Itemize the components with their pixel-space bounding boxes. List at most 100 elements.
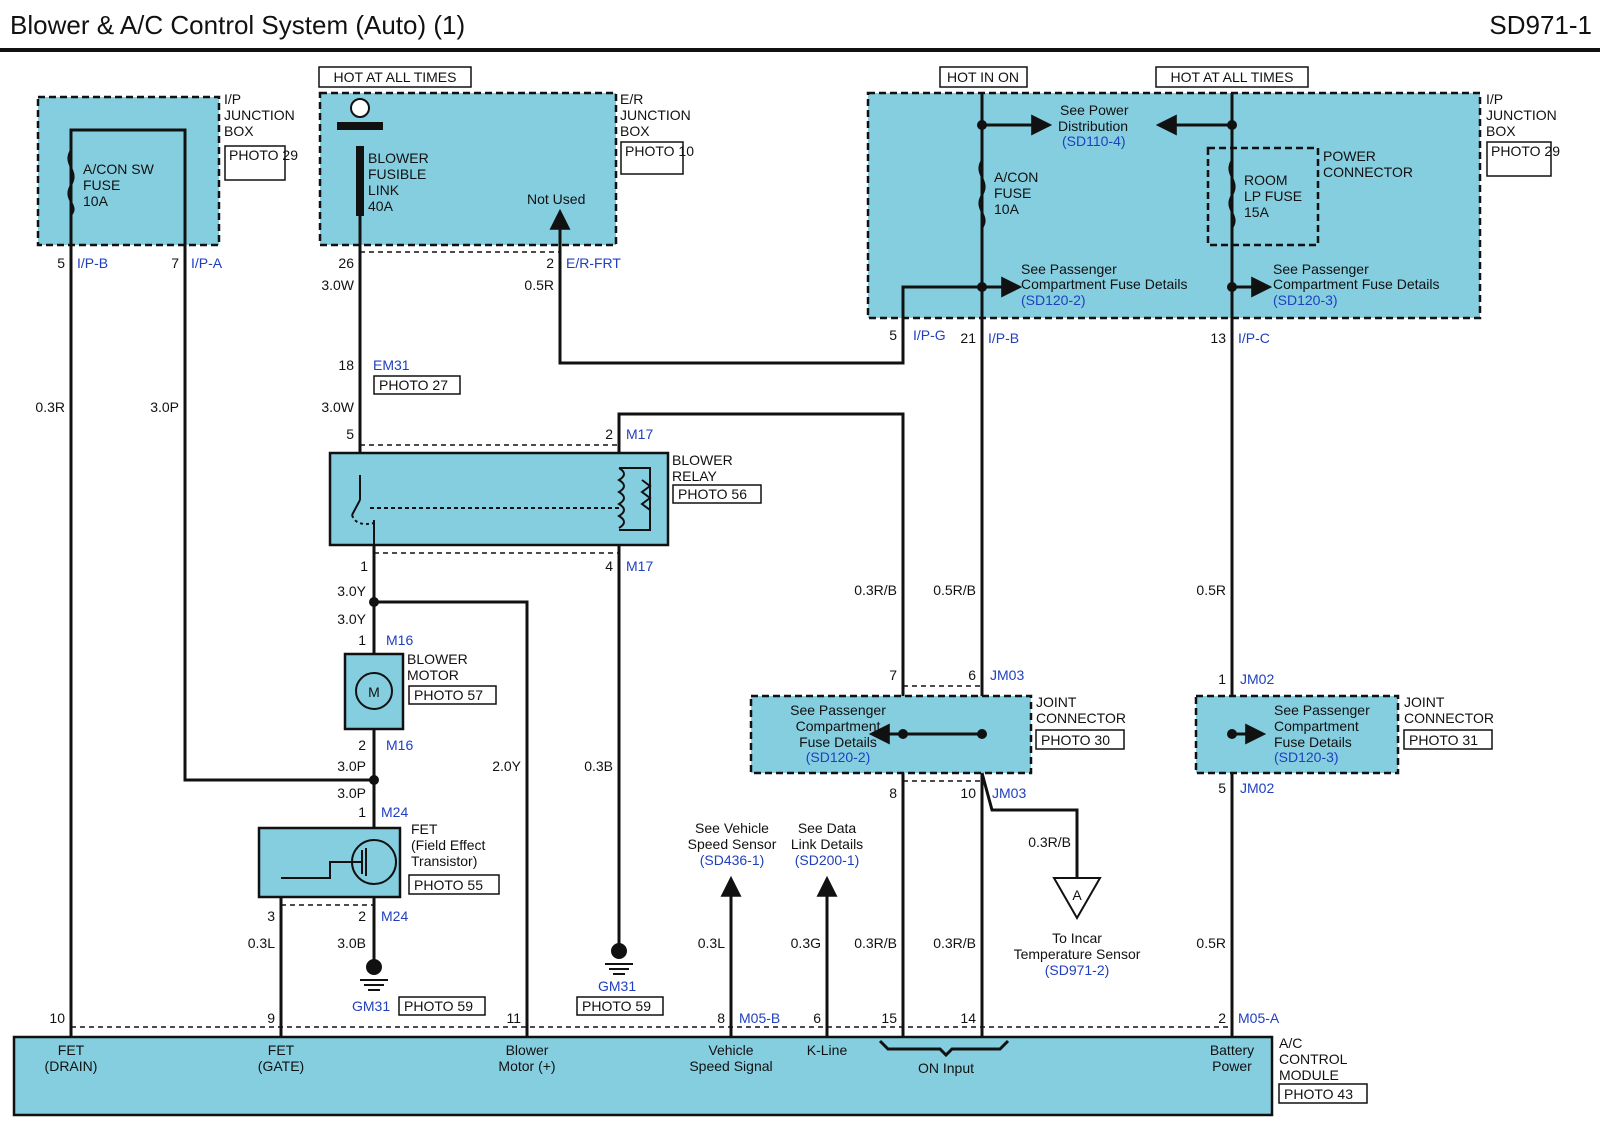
fusible-4: 40A <box>368 198 394 214</box>
conn-ipb-2: I/P-B <box>988 330 1019 346</box>
vss-2: Speed Sensor <box>688 836 777 852</box>
pin: 2 <box>1218 1010 1226 1026</box>
pin: 11 <box>506 1010 521 1026</box>
joint-connector-a1: JOINT <box>1036 694 1077 710</box>
wire-gauge: 0.3R/B <box>854 582 897 598</box>
pin: 14 <box>960 1010 976 1026</box>
room-lp-1: ROOM <box>1244 172 1288 188</box>
joint-connector-a2: CONNECTOR <box>1036 710 1126 726</box>
wire-gauge: 3.0Y <box>337 611 366 627</box>
wire-gauge: 3.0W <box>321 277 354 293</box>
vss-1: See Vehicle <box>695 820 769 836</box>
blower-relay-2: RELAY <box>672 468 718 484</box>
blower-plus-2: Motor (+) <box>498 1058 555 1074</box>
conn-m17-a: M17 <box>626 426 653 442</box>
pin: 2 <box>546 255 554 271</box>
wire-gauge: 0.5R <box>1196 935 1226 951</box>
fet-drain-1: FET <box>58 1042 85 1058</box>
diagram-title: Blower & A/C Control System (Auto) (1) <box>10 10 466 40</box>
gm31-a-label: GM31 <box>352 998 390 1014</box>
acon-sw-fuse-1: A/CON SW <box>83 161 155 177</box>
incar-2: Temperature Sensor <box>1014 946 1141 962</box>
sd120-2-link-a: (SD120-2) <box>1021 292 1086 308</box>
fet-symbol <box>281 839 397 885</box>
acon-sw-fuse-3: 10A <box>83 193 109 209</box>
relay-coil-symbol <box>351 467 652 545</box>
pin: 8 <box>889 785 897 801</box>
er-label: E/R <box>620 91 643 107</box>
pin: 26 <box>338 255 354 271</box>
conn-m16-a: M16 <box>386 632 413 648</box>
power-connector-1: POWER <box>1323 148 1376 164</box>
wire-gauge: 3.0Y <box>337 583 366 599</box>
sd436-1-link: (SD436-1) <box>700 852 765 868</box>
acm-2: CONTROL <box>1279 1051 1348 1067</box>
pin: 5 <box>889 327 897 343</box>
junction-label-right: JUNCTION <box>1486 107 1557 123</box>
sd971-2-link: (SD971-2) <box>1045 962 1110 978</box>
pin: 1 <box>1218 671 1226 687</box>
conn-em31: EM31 <box>373 357 410 373</box>
conn-jm03-a: JM03 <box>990 667 1024 683</box>
photo-55: PHOTO 55 <box>414 877 483 893</box>
joint-connector-b1: JOINT <box>1404 694 1445 710</box>
box-label-left: BOX <box>224 123 254 139</box>
fet-2: (Field Effect <box>411 837 486 853</box>
motor-symbol: M <box>355 672 393 710</box>
pin: 10 <box>49 1010 65 1026</box>
kline-label: K-Line <box>807 1042 848 1058</box>
fuse-acon <box>978 159 986 229</box>
acm-1: A/C <box>1279 1035 1302 1051</box>
wire-gauge: 3.0P <box>337 785 366 801</box>
jp1-1: See Passenger <box>790 702 886 718</box>
pin: 8 <box>717 1010 725 1026</box>
conn-ipb-1: I/P-B <box>77 255 108 271</box>
pin: 5 <box>57 255 65 271</box>
box-label-right: BOX <box>1486 123 1516 139</box>
acm-3: MODULE <box>1279 1067 1339 1083</box>
wire-gauge: 0.3L <box>248 935 275 951</box>
sd120-3-link-b: (SD120-3) <box>1274 749 1339 765</box>
pin: 2 <box>358 737 366 753</box>
junction-label-left: JUNCTION <box>224 107 295 123</box>
conn-m05a: M05-A <box>1238 1010 1280 1026</box>
fusible-link-symbol <box>337 98 383 216</box>
blower-relay-1: BLOWER <box>672 452 733 468</box>
battery-2: Power <box>1212 1058 1252 1074</box>
conn-m05b: M05-B <box>739 1010 780 1026</box>
acon-fuse-3: 10A <box>994 201 1020 217</box>
dl-1: See Data <box>798 820 857 836</box>
connector-ties <box>71 251 1232 1028</box>
pin: 1 <box>360 558 368 574</box>
conn-ipg: I/P-G <box>913 327 946 343</box>
hot-label-1: HOT AT ALL TIMES <box>334 69 457 85</box>
photo-10: PHOTO 10 <box>625 143 694 159</box>
conn-jm03-b: JM03 <box>992 785 1026 801</box>
pin: 6 <box>968 667 976 683</box>
wire-gauge: 0.5R <box>1196 582 1226 598</box>
fet-gate-2: (GATE) <box>258 1058 304 1074</box>
wire-gauge: 0.3B <box>584 758 613 774</box>
vss-signal-1: Vehicle <box>708 1042 753 1058</box>
jp2-2: Compartment <box>1274 718 1359 734</box>
see-power-2: Distribution <box>1058 118 1128 134</box>
jp2-1: See Passenger <box>1274 702 1370 718</box>
sd120-2-link-b: (SD120-2) <box>806 749 871 765</box>
battery-1: Battery <box>1210 1042 1254 1058</box>
photo-56: PHOTO 56 <box>678 486 747 502</box>
box-label-er: BOX <box>620 123 650 139</box>
pin: 1 <box>358 632 366 648</box>
photo-27: PHOTO 27 <box>379 377 448 393</box>
motor-m: M <box>368 684 380 700</box>
wire-gauge: 0.5R/B <box>933 582 976 598</box>
conn-jm02-a: JM02 <box>1240 671 1274 687</box>
wire-gauge: 0.3L <box>698 935 725 951</box>
jp1-3: Fuse Details <box>799 734 877 750</box>
blower-motor-2: MOTOR <box>407 667 459 683</box>
conn-m16-b: M16 <box>386 737 413 753</box>
pin: 21 <box>960 330 976 346</box>
room-lp-3: 15A <box>1244 204 1270 220</box>
fet-drain-2: (DRAIN) <box>45 1058 98 1074</box>
connector-ids: I/P-B I/P-A E/R-FRT I/P-G I/P-B I/P-C EM… <box>77 255 1280 1026</box>
